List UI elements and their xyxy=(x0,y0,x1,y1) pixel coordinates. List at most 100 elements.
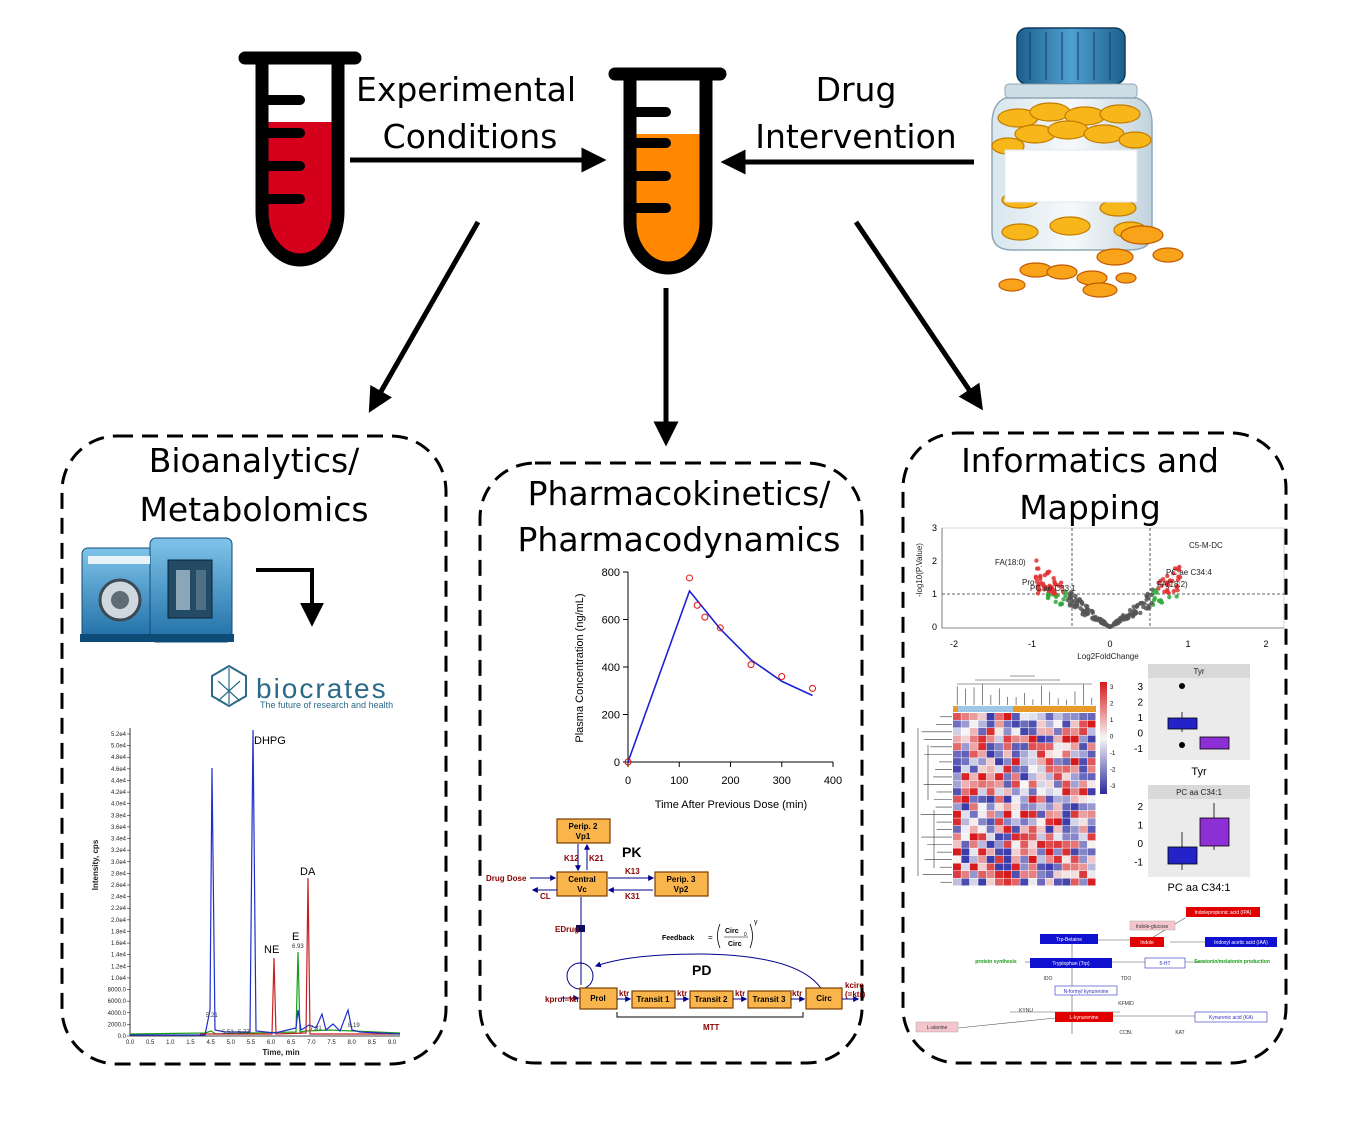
heatmap-cell xyxy=(1011,870,1020,878)
pathway-node: Indoxyl acetic acid (IAA) xyxy=(1214,940,1268,946)
pk-x-tick-label: 300 xyxy=(773,775,791,787)
volcano-point xyxy=(1053,582,1058,587)
heatmap-cell xyxy=(1020,788,1029,796)
heatmap-cell xyxy=(1070,743,1079,751)
feedback-label: Feedback xyxy=(662,935,694,942)
volcano-point xyxy=(1033,575,1039,581)
heatmap-cell xyxy=(1087,735,1096,743)
heatmap-cell xyxy=(1011,735,1020,743)
heatmap-cell xyxy=(1037,750,1046,758)
heatmap-cell xyxy=(986,720,995,728)
boxplot-pc-tick: 2 xyxy=(1137,802,1143,813)
volcano-x-tick-label: 2 xyxy=(1263,639,1268,649)
heatmap-cell xyxy=(1079,780,1088,788)
volcano-point xyxy=(1067,595,1072,601)
heatmap-cell xyxy=(995,818,1003,826)
volcano-point xyxy=(1036,566,1041,571)
k31-label: K31 xyxy=(625,892,640,901)
boxplot-tyr-title: Tyr xyxy=(1193,667,1204,676)
k13-label: K13 xyxy=(625,867,640,876)
heatmap-cell xyxy=(969,795,978,803)
heatmap-cell xyxy=(1070,840,1079,848)
heatmap-cell xyxy=(1079,840,1088,848)
heatmap-cell xyxy=(1062,878,1071,886)
heatmap-cell xyxy=(978,728,987,736)
boxplot-pc-title: PC aa C34:1 xyxy=(1176,788,1222,797)
heatmap-cell xyxy=(1079,728,1088,736)
heatmap-cell xyxy=(969,728,978,736)
heatmap-cell xyxy=(961,848,970,856)
heatmap-cell xyxy=(1028,833,1037,841)
heatmap-cell xyxy=(1011,840,1020,848)
heatmap-cell xyxy=(1079,735,1088,743)
volcano-point xyxy=(1058,602,1063,607)
heatmap-legend-tick: 2 xyxy=(1110,702,1114,708)
volcano-point xyxy=(1061,597,1066,602)
heatmap-group-bar xyxy=(953,706,1096,712)
heatmap-cell xyxy=(1037,780,1046,788)
pk-model-line xyxy=(627,589,813,763)
volcano-point xyxy=(1174,585,1179,590)
perip3-volume: Vp2 xyxy=(674,885,689,894)
heatmap-cell xyxy=(1037,758,1046,766)
heatmap-cell xyxy=(1062,855,1071,863)
pathway-node: Kynurenic acid (KA) xyxy=(1209,1015,1254,1021)
boxplot-pc: PC aa C34:1 210-1 PC aa C34:1 xyxy=(1134,785,1250,894)
heatmap-cell xyxy=(1062,870,1071,878)
chromatogram-ylabel: Intensity, cps xyxy=(91,839,100,890)
heatmap-cell xyxy=(961,818,970,826)
heatmap-cell xyxy=(953,863,961,871)
heatmap-cell xyxy=(1045,840,1054,848)
heatmap-cell xyxy=(986,788,995,796)
heatmap-cell xyxy=(953,848,961,856)
boxplot-pc-tick: 1 xyxy=(1137,821,1143,832)
trace-blue xyxy=(130,729,401,1036)
volcano-x-tick-label: 0 xyxy=(1107,639,1112,649)
heatmap-cell xyxy=(1062,773,1071,781)
volcano-point xyxy=(1133,609,1138,614)
heatmap-cell xyxy=(1062,788,1071,796)
heatmap-cell xyxy=(1053,780,1062,788)
heatmap-cell xyxy=(1062,758,1071,766)
pd-label: PD xyxy=(692,962,711,978)
heatmap-cell xyxy=(1003,840,1012,848)
heatmap-cell xyxy=(1011,743,1020,751)
pk-label: PK xyxy=(622,844,641,860)
boxplot-tyr-tick: 0 xyxy=(1137,729,1143,740)
chromatogram-y-tick-label: 4000.0 xyxy=(108,1011,127,1017)
heatmap-cell xyxy=(953,818,961,826)
heatmap-cell xyxy=(986,728,995,736)
heatmap-cell xyxy=(995,870,1003,878)
heatmap-cell xyxy=(1045,810,1054,818)
pathway-enzyme: KAT xyxy=(1175,1030,1184,1036)
heatmap-cell xyxy=(1020,780,1029,788)
chromatogram-y-tick-label: 2.2e4 xyxy=(111,906,127,912)
heatmap-cell xyxy=(953,713,961,721)
volcano-point xyxy=(1176,574,1181,579)
heatmap-cell xyxy=(1070,735,1079,743)
heatmap-cell xyxy=(1062,840,1071,848)
chromatogram-y-tick-label: 2.4e4 xyxy=(111,895,127,901)
chromatogram-y-tick-label: 5.2e4 xyxy=(111,732,127,738)
central-label: Central xyxy=(568,875,596,884)
heatmap-cell xyxy=(1070,833,1079,841)
chromatogram-y-tick-label: 6000.0 xyxy=(108,999,127,1005)
heatmap-cell xyxy=(1020,765,1029,773)
chromatogram-y-tick-label: 1.8e4 xyxy=(111,929,127,935)
heatmap-cell xyxy=(961,878,970,886)
heatmap-cell xyxy=(1053,833,1062,841)
heatmap-cell xyxy=(1062,848,1071,856)
pathway-node: Tryptophan (Trp) xyxy=(1052,961,1089,967)
volcano-points xyxy=(1033,558,1183,630)
heatmap-cell xyxy=(1070,780,1079,788)
heatmap-cell xyxy=(986,765,995,773)
heatmap-cell xyxy=(961,765,970,773)
heatmap-cell xyxy=(1028,840,1037,848)
heatmap-cell xyxy=(961,795,970,803)
volcano-label: PC ae C33:1 xyxy=(1030,584,1076,593)
heatmap-cell xyxy=(1087,833,1096,841)
heatmap-cell xyxy=(978,720,987,728)
volcano-point xyxy=(1079,600,1085,605)
heatmap-cell xyxy=(1062,750,1071,758)
heatmap-cell xyxy=(986,758,995,766)
